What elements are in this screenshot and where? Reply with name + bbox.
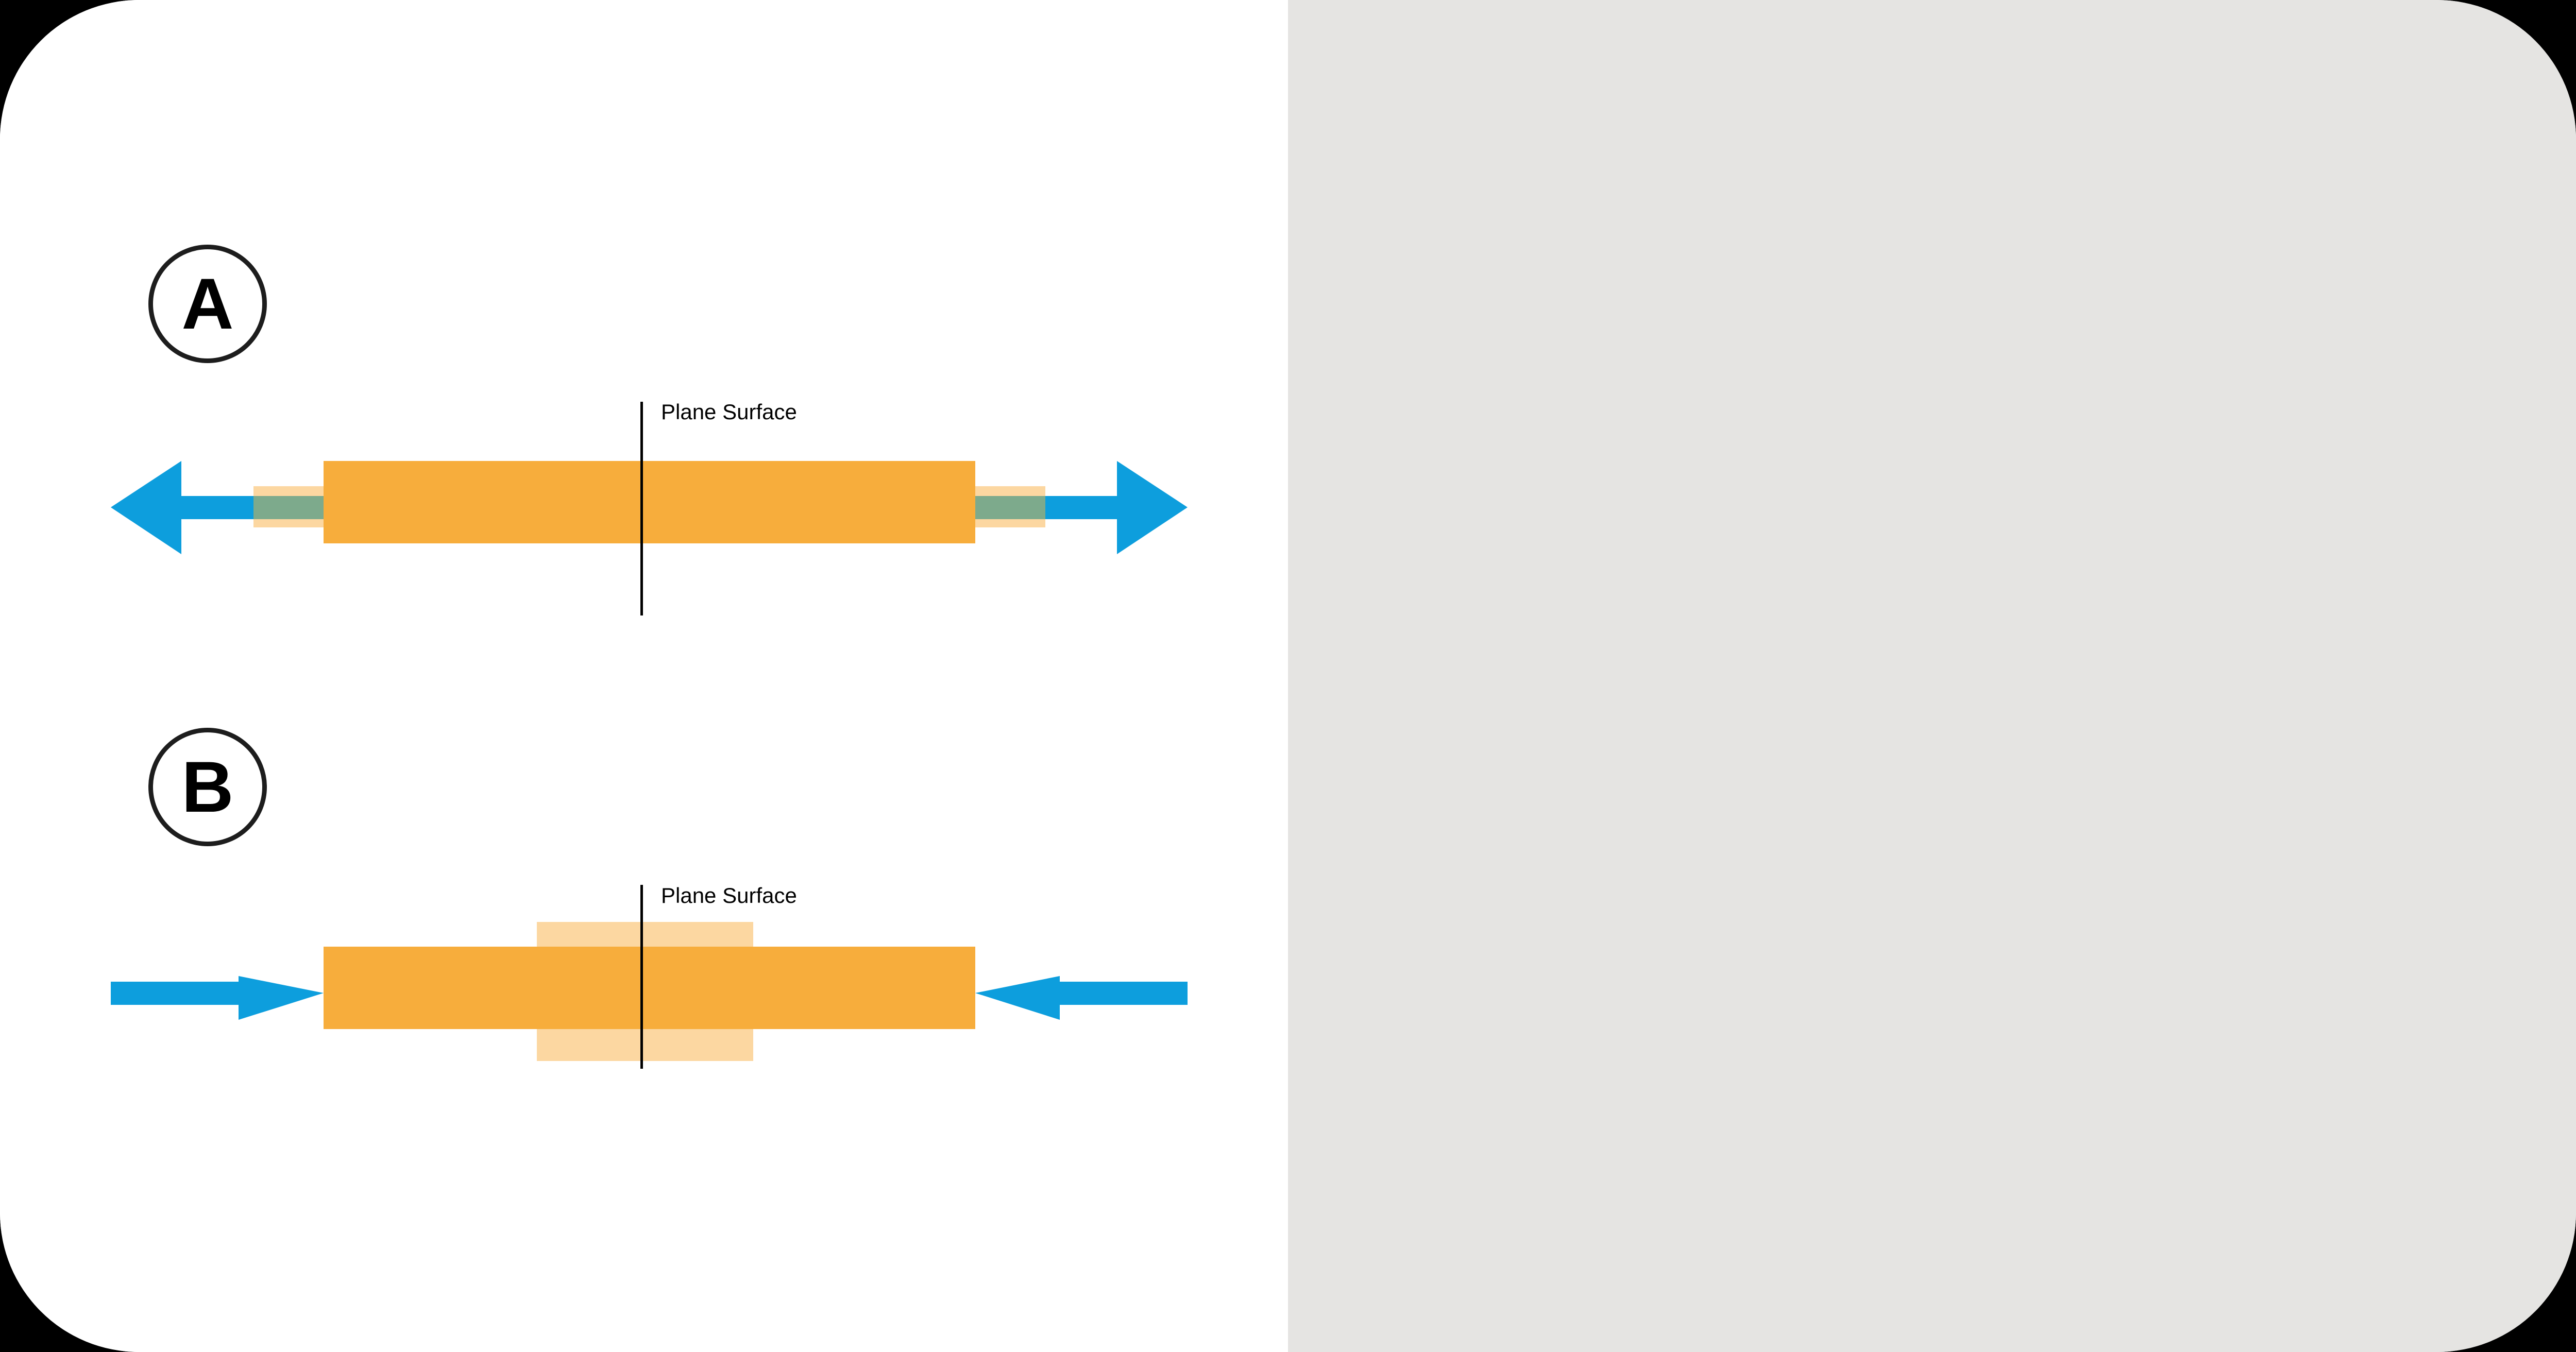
compression-arrow-left — [111, 976, 324, 1020]
info-panel: Axial Forces Force applied perpendicular… — [1288, 0, 2576, 1352]
tension-plane-label: Plane Surface — [661, 400, 797, 424]
tension-blend-left — [253, 496, 326, 519]
compression-arrow-right — [975, 976, 1188, 1020]
diagram-badge-a: A — [148, 245, 267, 363]
compression-arrows-layer — [111, 976, 1188, 1020]
tension-arrows-layer — [111, 461, 1188, 554]
illustration-panel: A Plane Surface B — [111, 245, 1188, 1069]
tension-plane-line — [640, 402, 643, 615]
diagram-badge-b: B — [148, 728, 267, 846]
tension-blend-right — [973, 496, 1045, 519]
tension-bar — [324, 461, 975, 543]
compression-bar — [324, 947, 975, 1029]
compression-plane-line — [640, 885, 643, 1069]
compression-plane-label: Plane Surface — [661, 883, 797, 908]
